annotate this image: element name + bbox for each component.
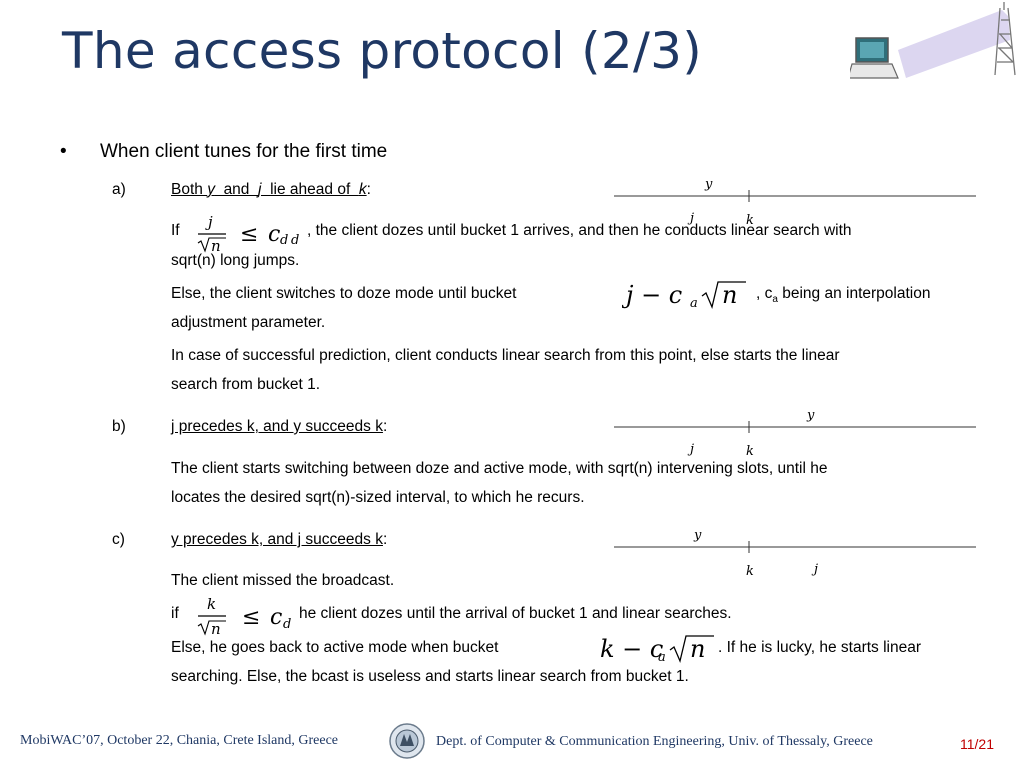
item-c-line1: The client missed the broadcast. bbox=[171, 572, 395, 589]
slide-title: The access protocol (2/3) bbox=[62, 22, 703, 80]
frac-denominator: n bbox=[211, 620, 221, 638]
item-c-heading: y precedes k, and j succeeds k: bbox=[171, 531, 388, 548]
item-a-if: If bbox=[171, 222, 180, 239]
c-subscript: d bbox=[280, 233, 288, 248]
heading-var-y: y bbox=[207, 181, 215, 198]
heading-colon: : bbox=[366, 181, 371, 198]
item-a-line1-cont: sqrt(n) long jumps. bbox=[171, 252, 300, 269]
formula-expr: k − c bbox=[600, 635, 663, 663]
heading-part: lie ahead of bbox=[261, 181, 359, 198]
university-seal-icon bbox=[389, 723, 425, 759]
heading-part: Both bbox=[171, 181, 208, 198]
diagram-label-top: y bbox=[704, 177, 713, 192]
formula-expr: j − c bbox=[622, 281, 682, 309]
page-number: 11/21 bbox=[960, 736, 994, 752]
formula-k-over-sqrt-n: k n ≤ c d bbox=[197, 595, 291, 638]
heading-var-j: j bbox=[258, 181, 262, 198]
diagram-a: y j k bbox=[614, 177, 976, 228]
item-a-line2-prefix: Else, the client switches to doze mode u… bbox=[171, 285, 517, 302]
heading-part: and bbox=[214, 181, 259, 198]
c-subscript-extra: d bbox=[291, 233, 299, 248]
diagram-label-top: y bbox=[693, 528, 702, 543]
sqrt-sign bbox=[669, 635, 714, 664]
item-a-line1-rest: , the client dozes until bucket 1 arrive… bbox=[307, 222, 852, 239]
frac-numerator: k bbox=[207, 595, 216, 613]
wireless-illustration bbox=[850, 2, 1016, 79]
leq-symbol: ≤ bbox=[242, 605, 260, 630]
sqrt-sign bbox=[701, 281, 746, 310]
antenna-tower-icon bbox=[994, 2, 1016, 76]
item-c-label: c) bbox=[112, 531, 125, 548]
diagram-label-left: j bbox=[687, 211, 694, 226]
c-symbol: c bbox=[268, 222, 280, 247]
sqrt-sign bbox=[197, 620, 226, 636]
formula-k-minus-ca-sqrt-n: k − c a n bbox=[600, 635, 714, 665]
diagram-label-right: j bbox=[811, 562, 818, 577]
frac-numerator: j bbox=[205, 213, 213, 231]
diagram-label-right: k bbox=[746, 213, 754, 228]
item-c-if: if bbox=[171, 605, 179, 622]
frac-denominator: n bbox=[211, 237, 221, 255]
item-a-line2-cont: adjustment parameter. bbox=[171, 314, 326, 331]
diagram-label-top: y bbox=[806, 408, 815, 423]
c-subscript: d bbox=[283, 617, 291, 632]
item-b-line1-cont: locates the desired sqrt(n)-sized interv… bbox=[171, 489, 585, 506]
item-c-line3-prefix: Else, he goes back to active mode when b… bbox=[171, 639, 499, 656]
c-symbol: c bbox=[270, 605, 282, 630]
footer-conference: MobiWAC’07, October 22, Chania, Crete Is… bbox=[20, 733, 339, 748]
bullet-text: When client tunes for the first time bbox=[100, 141, 388, 162]
item-b-line1: The client starts switching between doze… bbox=[171, 460, 828, 477]
formula-j-over-sqrt-n: j n ≤ c d d bbox=[197, 213, 299, 255]
signal-beam bbox=[898, 10, 1010, 78]
item-a-heading: Both y and j lie ahead of k: bbox=[171, 181, 371, 199]
item-c-line3-rest: . If he is lucky, he starts linear bbox=[718, 639, 922, 656]
formula-subscript: a bbox=[658, 650, 666, 665]
diagram-label-left: j bbox=[687, 442, 694, 457]
item-c-line2-rest: he client dozes until the arrival of buc… bbox=[299, 605, 732, 622]
diagram-label-right: k bbox=[746, 444, 754, 459]
diagram-b: y j k bbox=[614, 408, 976, 459]
item-a-line2-rest: , ca being an interpolation bbox=[756, 285, 931, 306]
diagram-c: y k j bbox=[614, 528, 976, 579]
heading-var-k: k bbox=[358, 181, 367, 198]
formula-subscript: a bbox=[690, 296, 698, 311]
item-c-line3-cont: searching. Else, the bcast is useless an… bbox=[171, 668, 689, 685]
formula-n: n bbox=[690, 635, 705, 663]
sqrt-sign bbox=[197, 237, 226, 253]
item-b-label: b) bbox=[112, 418, 126, 435]
diagram-label-left: k bbox=[746, 564, 754, 579]
formula-n: n bbox=[722, 281, 737, 309]
footer-department: Dept. of Computer & Communication Engine… bbox=[436, 734, 873, 749]
item-a-label: a) bbox=[112, 181, 126, 198]
laptop-icon bbox=[850, 37, 899, 79]
bullet-marker: • bbox=[60, 141, 67, 162]
formula-j-minus-ca-sqrt-n: j − c a n bbox=[622, 281, 746, 311]
item-a-line3: In case of successful prediction, client… bbox=[171, 347, 840, 364]
leq-symbol: ≤ bbox=[240, 222, 258, 247]
item-a-line3-cont: search from bucket 1. bbox=[171, 376, 321, 393]
item-b-heading: j precedes k, and y succeeds k: bbox=[171, 418, 388, 435]
